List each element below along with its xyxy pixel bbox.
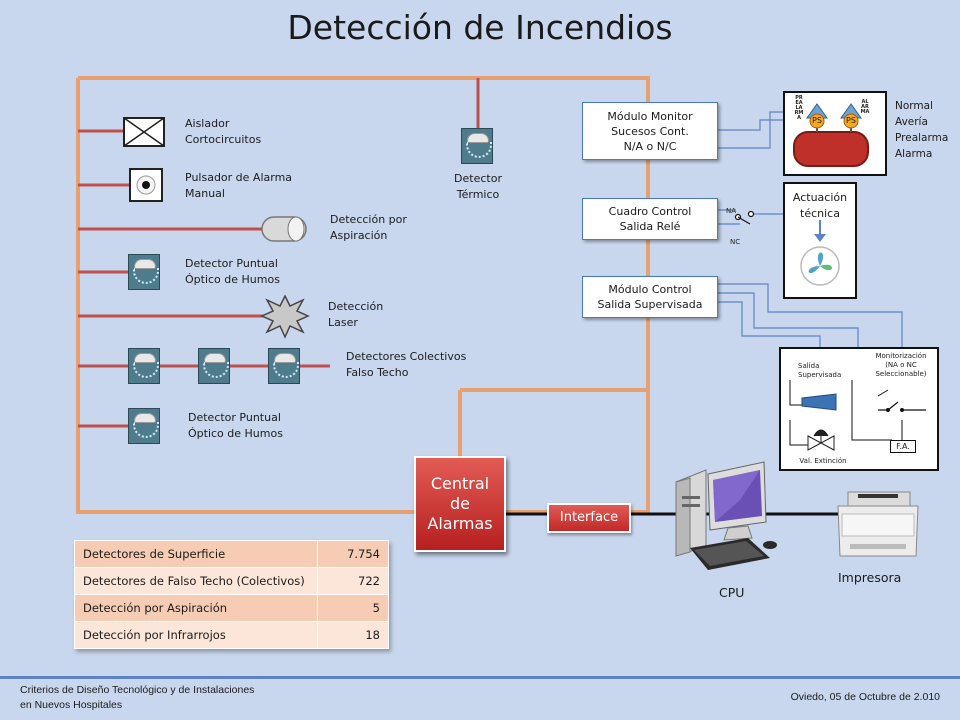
cpu-label: CPU bbox=[719, 585, 745, 600]
stat-name: Detectores de Falso Techo (Colectivos) bbox=[74, 567, 318, 595]
stat-name: Detectores de Superficie bbox=[74, 540, 318, 568]
tank-panel bbox=[783, 91, 887, 176]
ps-label-right: PS bbox=[846, 116, 856, 125]
valve-label: Val. Extinción bbox=[799, 457, 847, 465]
tank-alarma-text: ALARMA bbox=[860, 99, 870, 115]
stat-value: 18 bbox=[317, 621, 389, 649]
relay-contacts bbox=[734, 210, 755, 225]
stats-table: Detectores de Superficie 7.754 Detectore… bbox=[74, 540, 389, 649]
footer-left: Criterios de Diseño Tecnológico y de Ins… bbox=[20, 684, 255, 711]
stat-value: 7.754 bbox=[317, 540, 389, 568]
printer-label: Impresora bbox=[838, 570, 902, 585]
laser-burst bbox=[260, 294, 310, 339]
heat-detector-icon bbox=[461, 128, 493, 164]
relay-na-label: NA bbox=[726, 207, 737, 215]
smoke-detector-icon bbox=[128, 254, 160, 290]
tank-prealarma-text: PREALARMA bbox=[794, 95, 804, 121]
footer-date: Oviedo, 05 de Octubre de 2.010 bbox=[790, 691, 940, 703]
stat-name: Detección por Aspiración bbox=[74, 594, 318, 622]
manual-call-point bbox=[129, 168, 163, 202]
computer-cpu bbox=[675, 461, 777, 570]
stat-value: 722 bbox=[317, 567, 389, 595]
smoke-detector-icon bbox=[198, 348, 230, 384]
aspiration-tube bbox=[261, 216, 307, 242]
table-row: Detectores de Falso Techo (Colectivos) 7… bbox=[74, 567, 389, 595]
smoke-detector-icon bbox=[268, 348, 300, 384]
smoke-detector-icon bbox=[128, 348, 160, 384]
stat-name: Detección por Infrarrojos bbox=[74, 621, 318, 649]
footer-divider bbox=[0, 676, 960, 679]
table-row: Detección por Aspiración 5 bbox=[74, 594, 389, 622]
table-row: Detección por Infrarrojos 18 bbox=[74, 621, 389, 649]
stat-value: 5 bbox=[317, 594, 389, 622]
printer bbox=[837, 491, 919, 557]
actuation-box bbox=[783, 182, 857, 299]
ps-label-left: PS bbox=[812, 116, 822, 125]
page-title: Detección de Incendios bbox=[287, 8, 673, 47]
fa-label: F.A. bbox=[890, 440, 916, 453]
relay-nc-label: NC bbox=[730, 238, 741, 246]
table-row: Detectores de Superficie 7.754 bbox=[74, 540, 389, 568]
isolator-shape bbox=[123, 117, 165, 147]
interface-button[interactable]: Interface bbox=[547, 503, 631, 533]
smoke-detector-icon bbox=[128, 408, 160, 444]
